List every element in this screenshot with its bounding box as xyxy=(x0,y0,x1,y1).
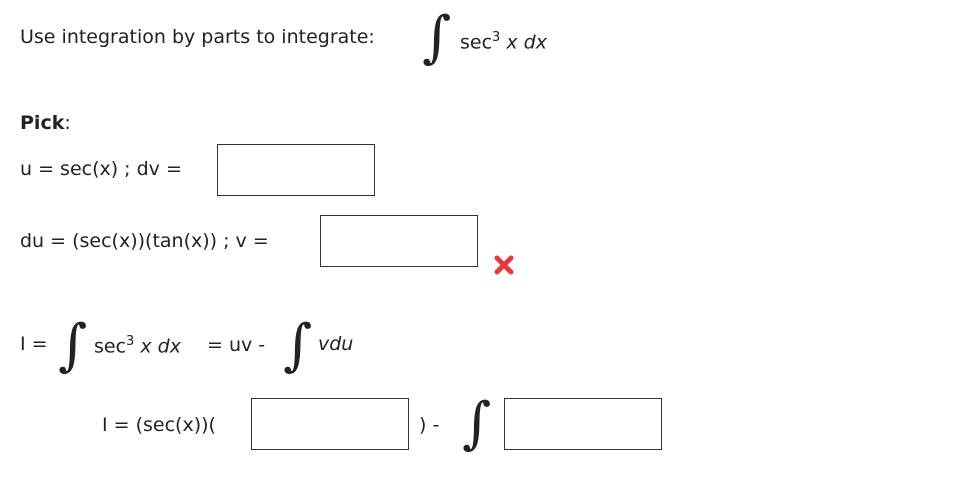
du-v-label: du = (sec(x))(tan(x)) ; v = xyxy=(20,230,269,252)
pick-label: Pick: xyxy=(20,112,71,134)
wrong-x-icon xyxy=(494,255,514,275)
v-input[interactable] xyxy=(320,215,478,267)
final-lhs: I = (sec(x))( xyxy=(102,414,216,436)
integral-sign: ∫ xyxy=(58,313,88,378)
formula-integrand-power: 3 xyxy=(126,334,135,349)
prompt-integrand-base: sec xyxy=(460,31,493,54)
formula-equals-uv: = uv - xyxy=(207,334,266,356)
prompt-integrand-power: 3 xyxy=(492,30,501,45)
integral-sign: ∫ xyxy=(283,313,313,378)
formula-vdu: vdu xyxy=(318,333,354,355)
final-minus: ) - xyxy=(419,414,440,436)
u-dv-label: u = sec(x) ; dv = xyxy=(20,158,182,180)
formula-integrand: sec3 x dx xyxy=(94,334,181,357)
formula-lhs: I = xyxy=(20,333,48,355)
instruction-text: Use integration by parts to integrate: xyxy=(20,26,375,48)
uv-factor-input[interactable] xyxy=(251,398,409,450)
prompt-integrand-var: x dx xyxy=(506,31,547,54)
dv-input[interactable] xyxy=(217,144,375,196)
formula-integrand-base: sec xyxy=(94,335,127,358)
formula-integrand-var: x dx xyxy=(140,335,181,358)
integral-sign: ∫ xyxy=(462,391,492,456)
integral-sign: ∫ xyxy=(422,5,452,70)
prompt-integrand: sec3 x dx xyxy=(460,30,547,53)
integral-input[interactable] xyxy=(504,398,662,450)
